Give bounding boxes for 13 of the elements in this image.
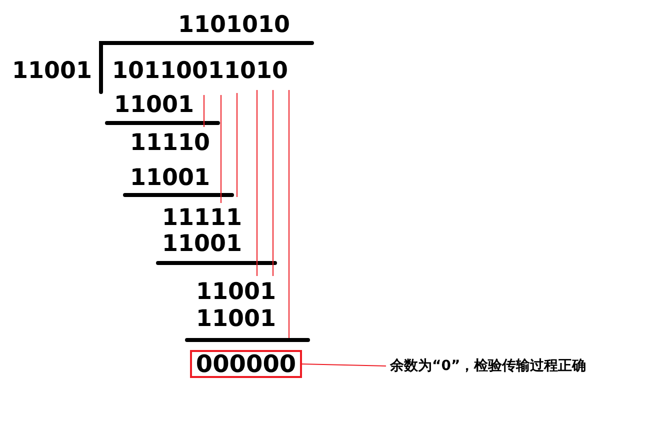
- divisor-number: 11001: [12, 60, 92, 83]
- subtrahend-number: 11001: [196, 308, 276, 331]
- partial-remainder-number: 11110: [130, 132, 210, 155]
- partial-remainder-number: 11001: [196, 281, 276, 304]
- quotient-number: 1101010: [178, 14, 290, 37]
- remainder-box: 000000: [190, 350, 302, 378]
- note-text: 余数为“0”，检验传输过程正确: [390, 357, 586, 375]
- subtrahend-number: 11001: [114, 94, 194, 117]
- dividend-number: 10110011010: [112, 60, 288, 83]
- connector-line: [302, 364, 386, 366]
- subtrahend-number: 11001: [130, 167, 210, 190]
- partial-remainder-number: 11111: [162, 207, 242, 230]
- subtrahend-number: 11001: [162, 233, 242, 256]
